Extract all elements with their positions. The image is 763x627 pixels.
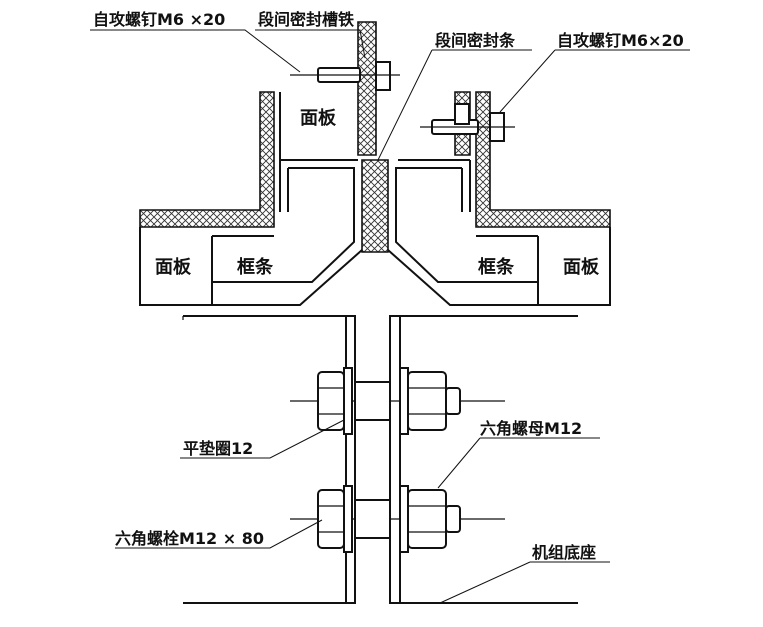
label-hex-bolt: 六角螺栓M12 × 80 (115, 529, 264, 548)
label-flat-washer: 平垫圈12 (183, 439, 253, 458)
left-frame-profile (139, 160, 363, 306)
self-tapping-screw-left (290, 61, 400, 91)
label-frame-right: 框条 (478, 256, 515, 278)
upper-bolt-assembly (290, 367, 505, 435)
left-channel-iron (279, 21, 377, 161)
label-hex-nut: 六角螺母M12 (480, 419, 582, 438)
unit-base-plates (182, 315, 578, 604)
label-unit-base: 机组底座 (532, 543, 596, 562)
label-panel-right: 面板 (563, 256, 600, 278)
lower-bolt-assembly (290, 485, 505, 553)
label-self-tapping-screw-left: 自攻螺钉M6 ×20 (93, 10, 225, 29)
label-panel-top: 面板 (300, 107, 337, 129)
label-channel-iron: 段间密封槽铁 (258, 10, 354, 29)
label-self-tapping-screw-right: 自攻螺钉M6×20 (557, 31, 684, 50)
self-tapping-screw-right (420, 103, 515, 142)
central-sealing-strip (361, 159, 389, 253)
label-panel-left: 面板 (155, 256, 192, 278)
left-insulated-panel (139, 91, 275, 228)
right-insulated-panel (475, 91, 611, 228)
label-sealing-strip: 段间密封条 (435, 31, 516, 50)
right-frame-profile (387, 160, 611, 306)
leader-lines (90, 29, 690, 604)
label-frame-left: 框条 (237, 256, 274, 278)
